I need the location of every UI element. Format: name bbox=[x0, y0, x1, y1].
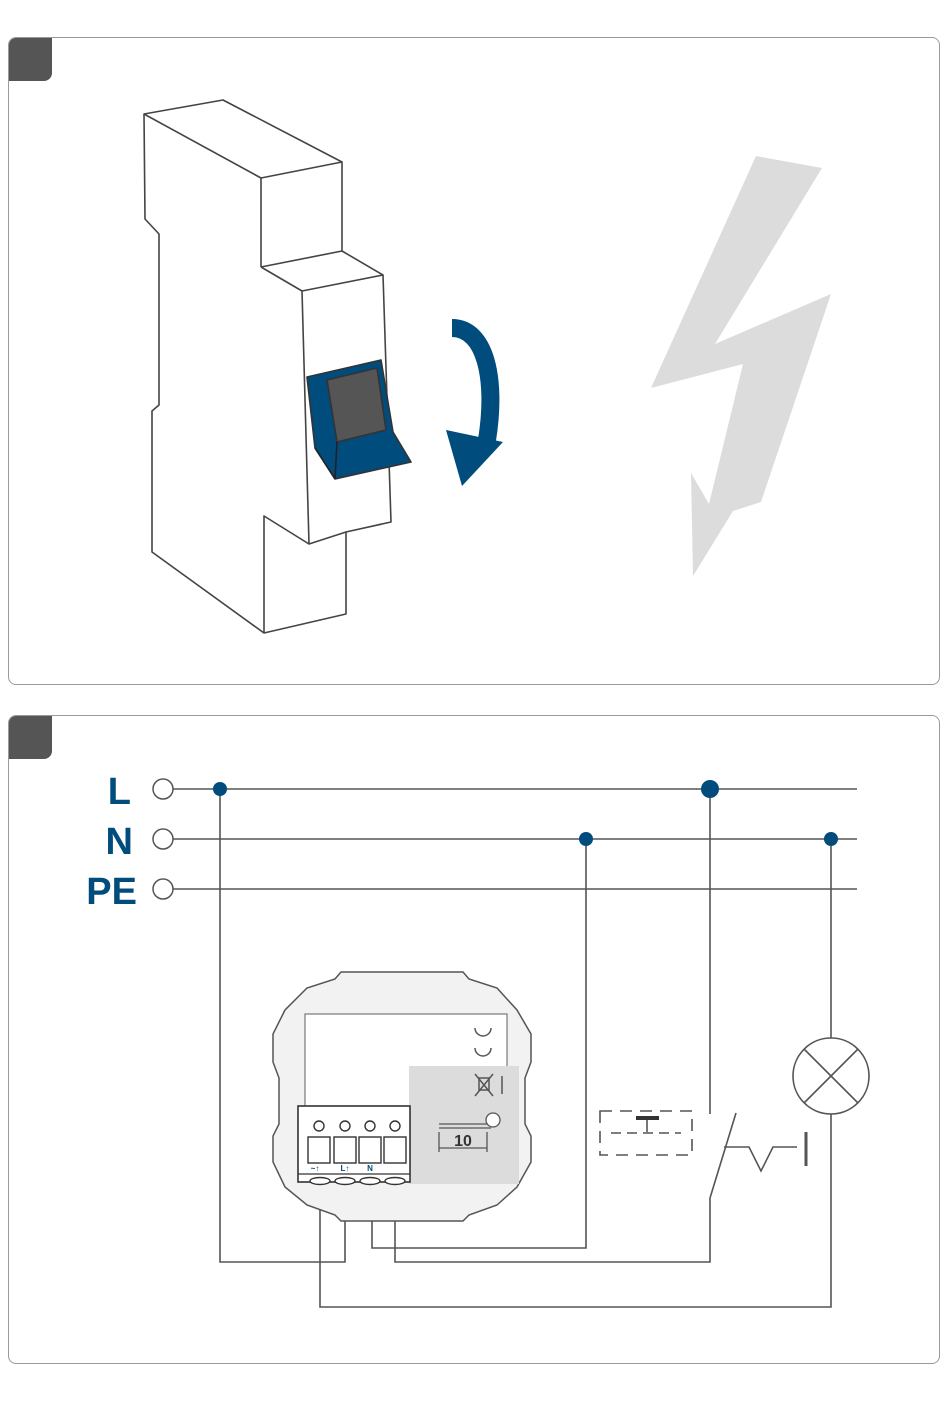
actuator-insert-icon: 10 ~↑ L↑ N bbox=[273, 972, 531, 1221]
junction-dot bbox=[701, 780, 719, 798]
pushbutton-icon bbox=[600, 1111, 806, 1198]
circuit-breaker-icon bbox=[144, 100, 411, 633]
junction-dot bbox=[579, 832, 593, 846]
step-1-panel bbox=[8, 37, 940, 685]
bus-label-n: N bbox=[106, 821, 133, 863]
bus-label-pe: PE bbox=[86, 871, 137, 913]
lightning-bolt-icon bbox=[651, 156, 831, 576]
terminal-pe bbox=[153, 879, 173, 899]
lamp-icon bbox=[793, 1038, 869, 1114]
bus-label-l: L bbox=[108, 771, 131, 813]
step-2-panel: L N PE bbox=[8, 715, 940, 1364]
step-1-illustration bbox=[9, 38, 940, 685]
junction-dot bbox=[824, 832, 838, 846]
junction-dot bbox=[213, 782, 227, 796]
terminal-label-3: N bbox=[367, 1164, 373, 1173]
terminal-label-2: L↑ bbox=[341, 1164, 350, 1173]
terminal-label-1: ~↑ bbox=[311, 1164, 320, 1173]
wiring-diagram: L N PE bbox=[9, 716, 940, 1364]
terminal-l bbox=[153, 779, 173, 799]
switch-off-arrow-icon bbox=[446, 328, 503, 486]
terminal-n bbox=[153, 829, 173, 849]
strip-length-label: 10 bbox=[454, 1133, 472, 1150]
